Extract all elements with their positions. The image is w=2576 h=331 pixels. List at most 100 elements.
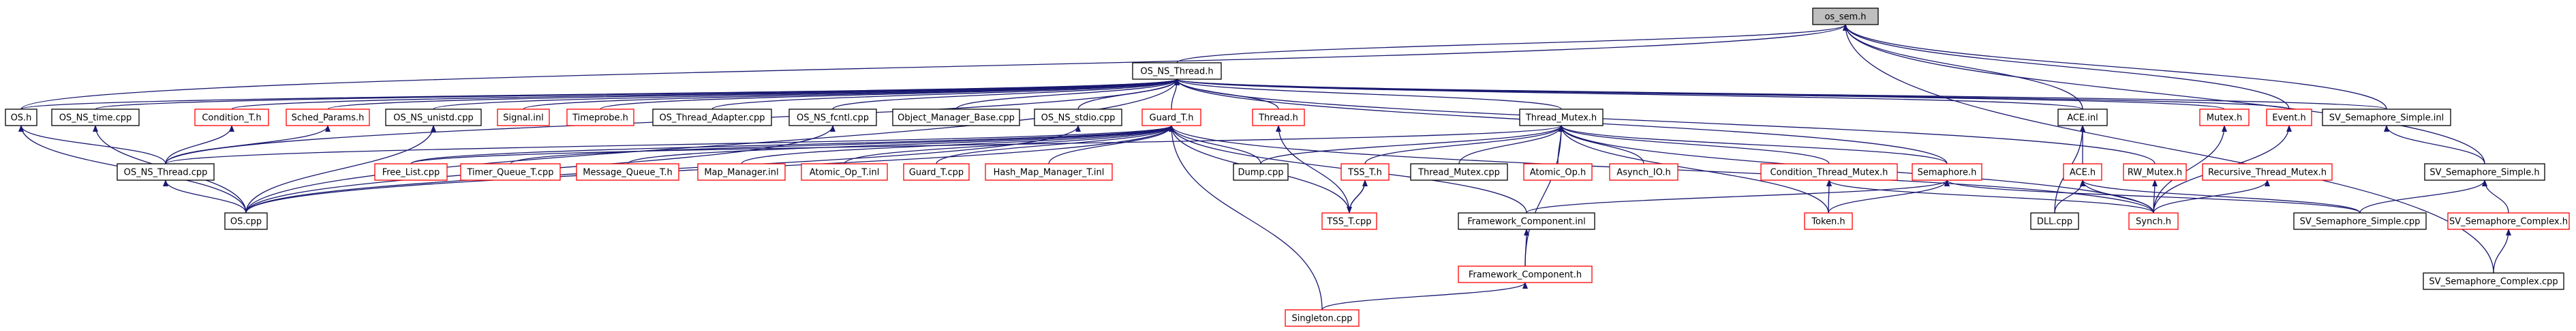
node-object-manager-base-cpp[interactable]: Object_Manager_Base.cpp [892,109,1020,126]
node-message-queue-t-h[interactable]: Message_Queue_T.h [576,163,679,181]
node-label: Dump.cpp [1238,168,1284,178]
node-label: Guard_T.h [1150,113,1194,124]
node-box [1458,265,1593,283]
node-tss-t-h[interactable]: TSS_T.h [1340,163,1390,181]
edge-event-h-to-os-sem-h [1843,24,2290,110]
edge-dump-cpp-to-guard-t-h [1169,125,1261,164]
node-box [1252,109,1305,126]
node-label: Object_Manager_Base.cpp [898,113,1015,124]
node-guard-t-cpp[interactable]: Guard_T.cpp [903,163,970,181]
node-os-ns-stdio-cpp[interactable]: OS_NS_stdio.cpp [1034,109,1122,126]
node-label: ACE.h [2070,168,2096,178]
node-rw-mutex-h[interactable]: RW_Mutex.h [2123,163,2187,181]
node-singleton-cpp[interactable]: Singleton.cpp [1285,309,1360,327]
edge-os-ns-thread-cpp-to-sched-params-h [165,125,331,164]
node-recursive-thread-mutex-h[interactable]: Recursive_Thread_Mutex.h [2202,163,2333,181]
node-synch-h[interactable]: Synch.h [2128,212,2179,230]
edge-os-h-to-os-sem-h [20,24,1848,110]
node-semaphore-h[interactable]: Semaphore.h [1912,163,1982,181]
node-label: OS_NS_fcntl.cpp [797,113,869,124]
node-tss-t-cpp[interactable]: TSS_T.cpp [1321,212,1377,230]
node-label: Thread_Mutex.h [1525,113,1597,124]
node-atomic-op-t-inl[interactable]: Atomic_Op_T.inl [801,163,888,181]
node-hash-map-manager-t-inl[interactable]: Hash_Map_Manager_T.inl [985,163,1113,181]
edge-event-h-to-os-ns-thread-h [1174,78,2290,110]
node-token-h[interactable]: Token.h [1804,212,1853,230]
edge-tss-t-h-to-tss-t-cpp [1347,179,1366,214]
node-sv-semaphore-simple-h[interactable]: SV_Semaphore_Simple.h [2424,163,2545,181]
node-ace-inl[interactable]: ACE.inl [2057,109,2108,126]
node-dll-cpp[interactable]: DLL.cpp [2030,212,2079,230]
node-condition-t-h[interactable]: Condition_T.h [194,109,269,126]
node-os-ns-time-cpp[interactable]: OS_NS_time.cpp [51,109,140,126]
edge-object-manager-base-cpp-to-os-ns-thread-h [955,78,1180,110]
node-sv-semaphore-simple-inl[interactable]: SV_Semaphore_Simple.inl [2322,109,2451,126]
node-condition-thread-mutex-h[interactable]: Condition_Thread_Mutex.h [1760,163,1898,181]
node-label: OS_Thread_Adapter.cpp [659,113,765,124]
node-thread-mutex-h[interactable]: Thread_Mutex.h [1519,109,1604,126]
node-box [892,109,1020,126]
edge-synch-h-to-ace-h [2080,179,2154,214]
node-os-ns-fcntl-cpp[interactable]: OS_NS_fcntl.cpp [788,109,877,126]
node-guard-t-h[interactable]: Guard_T.h [1141,109,1201,126]
edge-sv-semaphore-simple-inl-to-os-ns-thread-h [1174,78,2387,110]
node-os-cpp[interactable]: OS.cpp [224,212,268,230]
edge-os-ns-thread-h-to-os-sem-h [1176,24,1848,63]
node-label: OS_NS_unistd.cpp [393,113,473,124]
node-framework-component-inl[interactable]: Framework_Component.inl [1458,212,1595,230]
edge-sv-semaphore-simple-cpp-to-semaphore-h [1944,179,2361,214]
node-box [2423,272,2564,290]
node-timer-queue-t-cpp[interactable]: Timer_Queue_T.cpp [460,163,561,181]
node-sv-semaphore-complex-cpp[interactable]: SV_Semaphore_Complex.cpp [2423,272,2564,290]
node-label: TSS_T.cpp [1326,217,1371,227]
node-dump-cpp[interactable]: Dump.cpp [1233,163,1289,181]
node-atomic-op-h[interactable]: Atomic_Op.h [1523,163,1593,181]
node-label: DLL.cpp [2037,217,2072,227]
node-mutex-h[interactable]: Mutex.h [2199,109,2250,126]
node-sv-semaphore-simple-cpp[interactable]: SV_Semaphore_Simple.cpp [2293,212,2427,230]
node-timeprobe-h[interactable]: Timeprobe.h [566,109,634,126]
node-label: SV_Semaphore_Complex.cpp [2429,277,2558,287]
edge-timeprobe-h-to-os-ns-thread-h [600,78,1180,110]
node-box [566,109,634,126]
edge-sv-semaphore-simple-inl-to-os-sem-h [1843,24,2387,110]
edge-thread-mutex-h-to-os-ns-thread-h [1174,78,1562,110]
node-box [1804,212,1853,230]
node-free-list-cpp[interactable]: Free_List.cpp [374,163,448,181]
node-box [194,109,269,126]
node-os-sem-h[interactable]: os_sem.h [1812,8,1879,25]
node-label: OS_NS_Thread.cpp [124,168,208,178]
edge-os-ns-fcntl-cpp-to-os-ns-thread-h [832,78,1180,110]
node-ace-h[interactable]: ACE.h [2063,163,2102,181]
node-os-thread-adapter-cpp[interactable]: OS_Thread_Adapter.cpp [652,109,772,126]
node-sv-semaphore-complex-h[interactable]: SV_Semaphore_Complex.h [2447,212,2570,230]
node-os-ns-thread-cpp[interactable]: OS_NS_Thread.cpp [117,163,215,181]
node-map-manager-inl[interactable]: Map_Manager.inl [697,163,786,181]
edge-sched-params-h-to-os-ns-thread-h [327,78,1180,110]
node-label: SV_Semaphore_Simple.h [2429,168,2539,178]
node-thread-h[interactable]: Thread.h [1252,109,1305,126]
node-sched-params-h[interactable]: Sched_Params.h [286,109,370,126]
node-framework-component-h[interactable]: Framework_Component.h [1458,265,1593,283]
node-signal-inl[interactable]: Signal.inl [497,109,550,126]
node-box [1410,163,1508,181]
node-box [2057,109,2108,126]
node-label: OS.h [11,113,32,124]
node-label: Free_List.cpp [382,168,440,178]
node-label: Semaphore.h [1918,168,1977,178]
node-asynch-io-h[interactable]: Asynch_IO.h [1609,163,1678,181]
edge-os-ns-thread-cpp-to-condition-t-h [165,125,234,164]
edge-os-cpp-to-os-ns-thread-cpp [163,179,247,214]
node-os-ns-unistd-cpp[interactable]: OS_NS_unistd.cpp [385,109,482,126]
node-label: OS.cpp [230,217,262,227]
node-os-ns-thread-h[interactable]: OS_NS_Thread.h [1132,62,1222,80]
node-event-h[interactable]: Event.h [2266,109,2312,126]
node-label: Singleton.cpp [1291,314,1352,324]
node-box [2202,163,2333,181]
node-thread-mutex-cpp[interactable]: Thread_Mutex.cpp [1410,163,1508,181]
edge-os-ns-thread-cpp-to-os-h [18,125,166,164]
node-os-h[interactable]: OS.h [5,109,37,126]
node-box [497,109,550,126]
node-box [2030,212,2079,230]
